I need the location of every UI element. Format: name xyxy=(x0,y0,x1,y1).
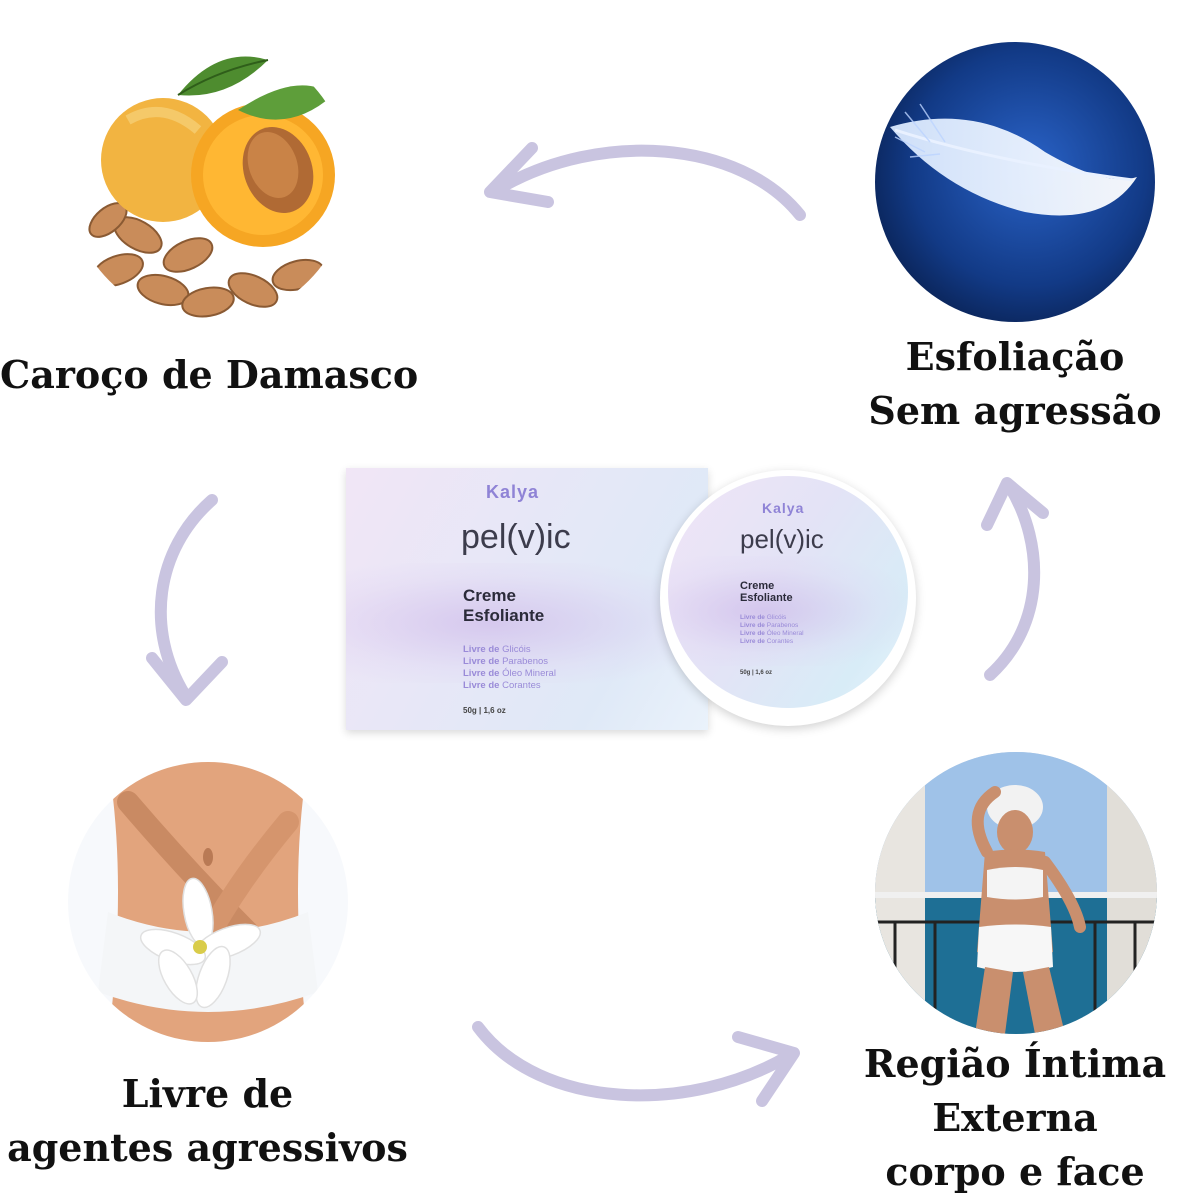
box-brand: Kalya xyxy=(486,482,540,502)
caption-body: Livre de agentes agressivos xyxy=(7,1071,408,1170)
product-box: Kalya pel(v)ic Creme Esfoliante Livre de… xyxy=(346,468,708,730)
woman-balcony-image xyxy=(875,752,1157,1034)
box-weight: 50g | 1,6 oz xyxy=(463,706,506,715)
lily-body-image xyxy=(68,762,348,1042)
arrow-right-icon xyxy=(981,477,1049,681)
product-jar: Kalya pel(v)ic Creme Esfoliante Livre de… xyxy=(660,470,916,726)
jar-product-name: pel(v)ic xyxy=(740,524,824,554)
caption-intimate: Região Íntima Externa corpo e face xyxy=(863,1041,1167,1194)
feather-image xyxy=(875,42,1155,322)
box-claims: Livre de Glicóis Livre de Parabenos Livr… xyxy=(463,644,556,691)
caption-feather: Esfoliação Sem agressão xyxy=(868,334,1162,433)
jar-brand: Kalya xyxy=(762,500,805,516)
caption-apricot: Caroço de Damasco xyxy=(0,352,419,397)
arrow-top-icon xyxy=(484,142,806,221)
apricot-image xyxy=(68,40,350,322)
jar-claims: Livre de Glicóis Livre de Parabenos Livr… xyxy=(740,614,804,645)
jar-weight: 50g | 1,6 oz xyxy=(740,670,773,676)
jar-title: Creme Esfoliante xyxy=(740,580,793,604)
box-product-name: pel(v)ic xyxy=(461,518,571,556)
arrow-bottom-icon xyxy=(472,1021,800,1107)
arrow-left-icon xyxy=(146,494,228,706)
box-title: Creme Esfoliante xyxy=(463,586,545,625)
